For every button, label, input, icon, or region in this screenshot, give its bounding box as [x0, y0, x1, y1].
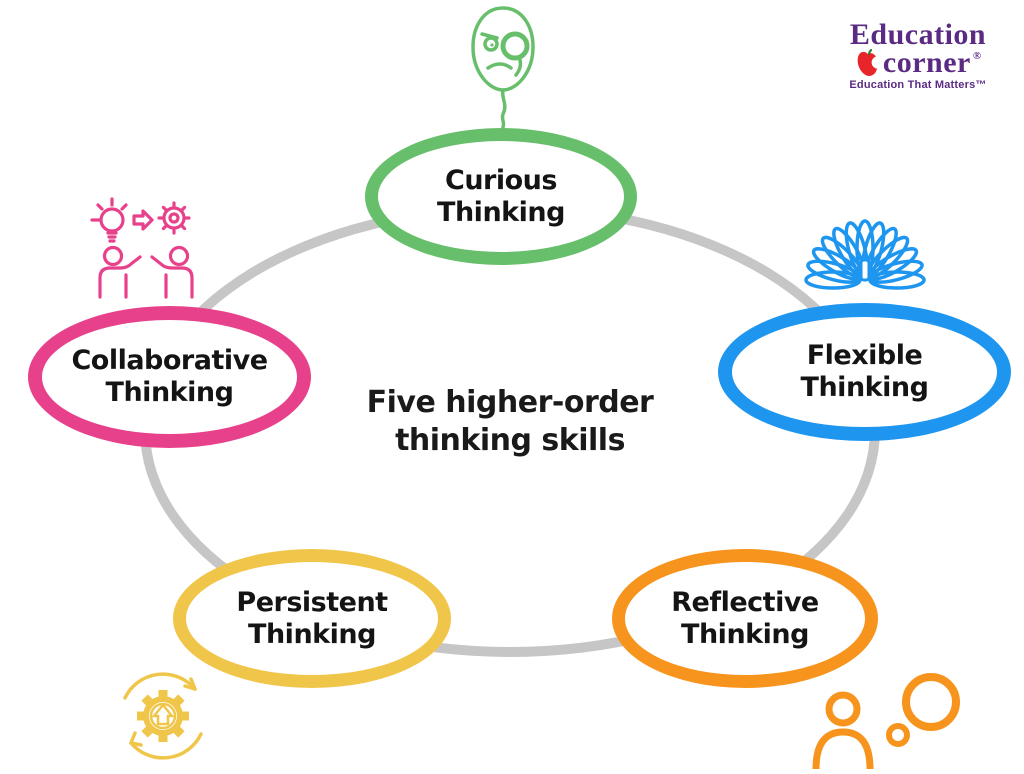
face-with-monocle-icon [471, 6, 535, 128]
people-idea-to-gear-icon [90, 197, 194, 299]
logo-tagline: Education That Matters™ [849, 79, 987, 91]
education-corner-logo: Education corner ® Education That Matter… [822, 18, 1014, 92]
node-flexible-label: Flexible Thinking [800, 340, 929, 403]
node-flexible-thinking: Flexible Thinking [718, 303, 1011, 441]
gear-cycle-icon [123, 672, 203, 760]
node-reflective-label: Reflective Thinking [671, 586, 819, 650]
node-curious-thinking: Curious Thinking [365, 128, 637, 265]
node-persistent-thinking: Persistent Thinking [173, 549, 451, 688]
node-collaborative-label: Collaborative Thinking [71, 345, 268, 408]
node-collaborative-thinking: Collaborative Thinking [28, 306, 311, 448]
logo-word-corner: corner [882, 46, 971, 79]
diagram-title: Five higher-order thinking skills [366, 385, 654, 458]
fan-icon [804, 219, 926, 290]
person-thought-bubbles-icon [812, 673, 960, 769]
node-curious-label: Curious Thinking [437, 164, 565, 228]
node-persistent-label: Persistent Thinking [236, 586, 388, 650]
apple-icon [857, 49, 881, 76]
logo-registered-mark: ® [972, 50, 982, 62]
logo-word-education: Education [849, 18, 987, 51]
